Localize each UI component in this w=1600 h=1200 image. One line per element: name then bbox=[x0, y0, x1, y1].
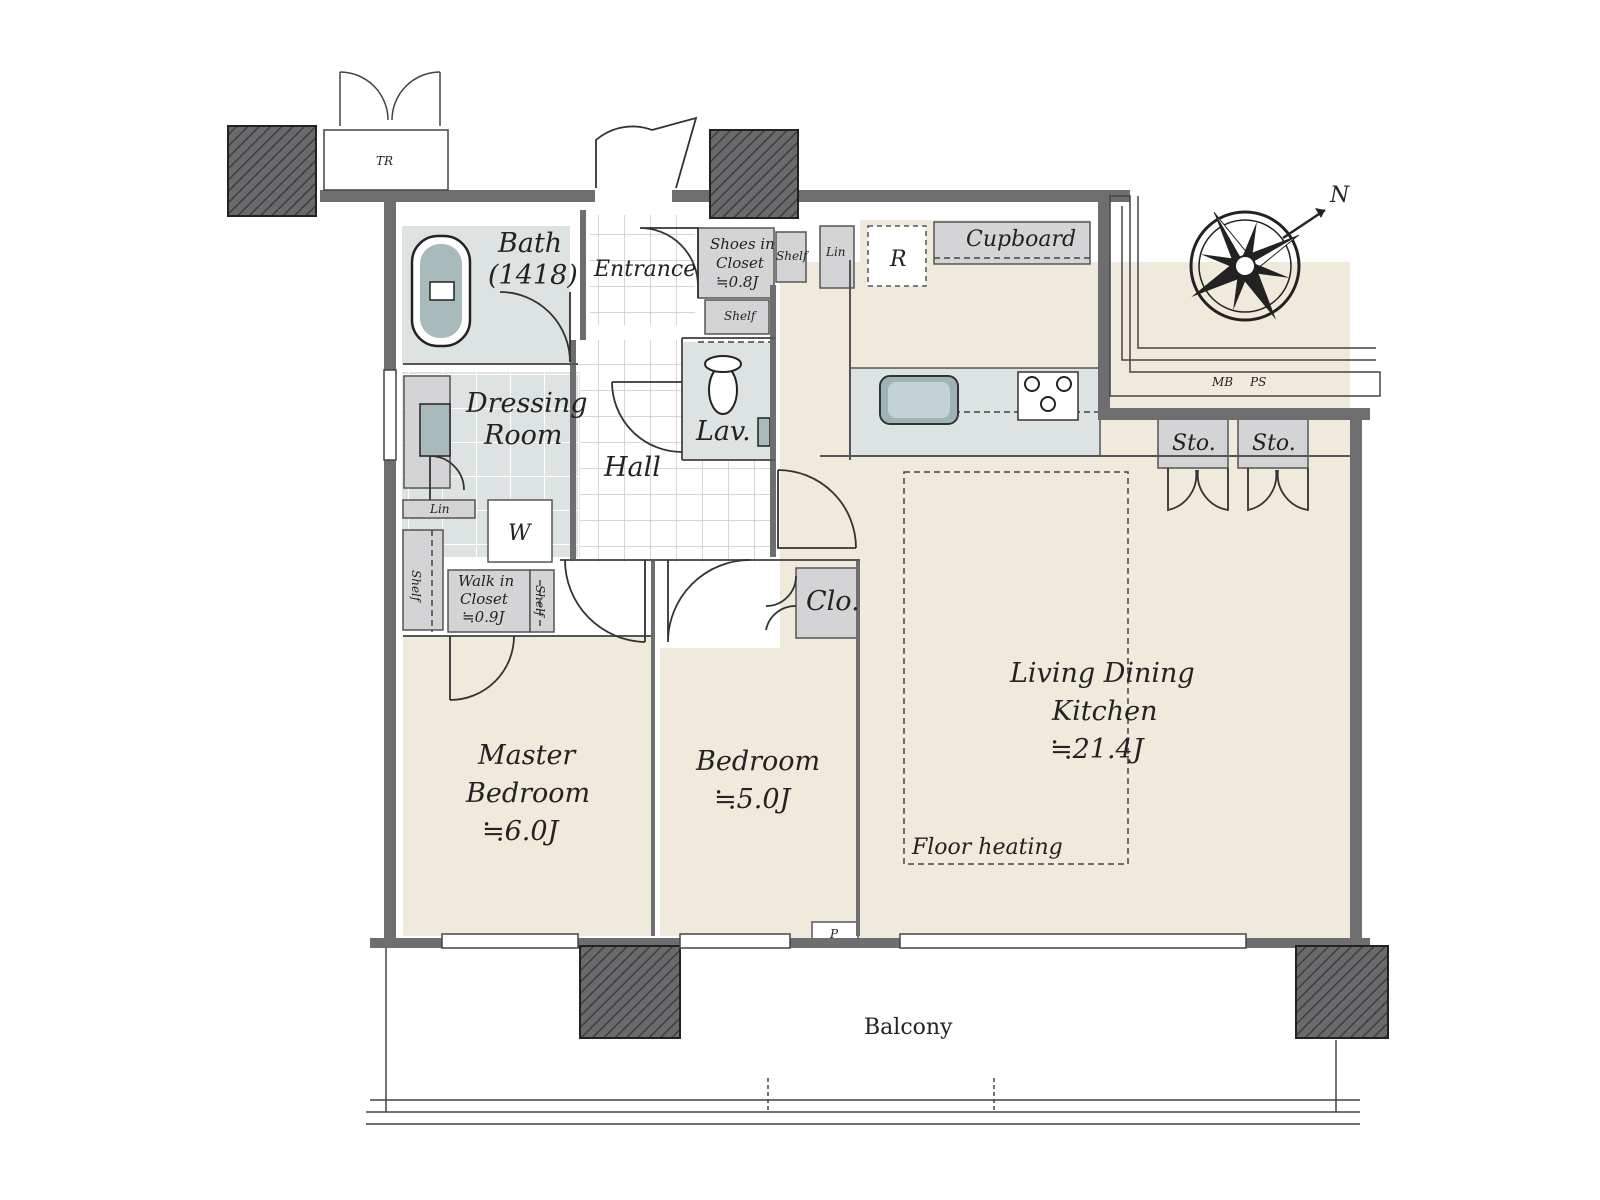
master-label-2: Bedroom bbox=[465, 778, 590, 809]
labels: N Bath (1418) Entrance Shoes in Closet ≒… bbox=[376, 154, 1350, 1040]
compass-rose-icon bbox=[1189, 208, 1326, 322]
shoes-closet-label-1: Shoes in bbox=[710, 235, 775, 253]
walkin-label-2: Closet bbox=[460, 590, 509, 608]
shoes-shelf-right bbox=[775, 231, 807, 283]
washer-pan bbox=[487, 499, 553, 563]
ldk-size-label: ≒21.4J bbox=[1050, 734, 1146, 765]
pipe-space-label: PS bbox=[1249, 375, 1266, 389]
master-label-1: Master bbox=[477, 740, 577, 771]
entrance-label: Entrance bbox=[593, 257, 696, 282]
balcony-label: Balcony bbox=[864, 1015, 953, 1040]
dressing-label-1: Dressing bbox=[465, 388, 588, 419]
entrance-floor bbox=[590, 215, 695, 325]
floor-heating-zone bbox=[903, 471, 1129, 865]
pillar-bottom-left bbox=[579, 945, 681, 1039]
bedroom-label: Bedroom bbox=[695, 746, 820, 777]
storage-label-right: Sto. bbox=[1252, 431, 1296, 456]
washbasin bbox=[419, 403, 451, 457]
refrigerator-label: R bbox=[889, 247, 907, 272]
master-floor bbox=[403, 636, 651, 936]
pillar-top-center bbox=[709, 129, 799, 219]
windows bbox=[383, 369, 1247, 949]
shoes-closet-label-2: Closet bbox=[716, 254, 765, 272]
lin-label-kitchen: Lin bbox=[825, 245, 846, 259]
bedroom-floor bbox=[660, 648, 858, 936]
lav-label: Lav. bbox=[695, 416, 751, 447]
toilet bbox=[708, 365, 738, 415]
shoes-shelf-bottom bbox=[704, 299, 770, 335]
pipe-label: P bbox=[829, 927, 839, 941]
storage-left bbox=[1157, 417, 1229, 469]
door-swings bbox=[429, 116, 1309, 701]
walkin-closet bbox=[447, 569, 531, 633]
trunk-room-label: TR bbox=[376, 154, 393, 168]
storage-blocks bbox=[402, 221, 1309, 945]
closet-label: Clo. bbox=[806, 586, 860, 617]
shelf-right-walkin bbox=[529, 569, 555, 633]
interior-lines bbox=[403, 260, 1350, 637]
meter-box-label: MB bbox=[1211, 375, 1233, 389]
linen-kitchen bbox=[819, 225, 855, 289]
wall-ldk-top bbox=[1100, 408, 1370, 420]
shelf-label-walkin-left: Shelf bbox=[409, 570, 423, 604]
refrigerator bbox=[867, 225, 927, 287]
pillar-top-left bbox=[227, 125, 317, 217]
wall-bottom bbox=[370, 938, 1370, 948]
compass-north-label: N bbox=[1329, 183, 1350, 208]
cupboard bbox=[933, 221, 1091, 265]
shelf-label-walkin-right: Shelf bbox=[533, 585, 547, 619]
washer-label: W bbox=[508, 521, 533, 546]
walkin-label-3: ≒0.9J bbox=[462, 608, 505, 626]
shaft bbox=[1109, 195, 1381, 397]
lin-label-dressing: Lin bbox=[429, 502, 450, 516]
shelf-label-shoes-right: Shelf bbox=[776, 249, 810, 263]
bath-label: Bath bbox=[497, 228, 562, 259]
trunk-room bbox=[323, 71, 449, 191]
pillars bbox=[227, 125, 1389, 1039]
balcony bbox=[366, 948, 1360, 1125]
kitchen-fixtures bbox=[410, 234, 1079, 457]
walkin-label-1: Walk in bbox=[458, 572, 514, 590]
dressing-label-2: Room bbox=[483, 420, 562, 451]
ldk-label-2: Kitchen bbox=[1051, 696, 1158, 727]
wall-left bbox=[384, 190, 396, 945]
shelf-label-shoes-bottom: Shelf bbox=[724, 309, 758, 323]
storage-label-left: Sto. bbox=[1172, 431, 1216, 456]
north-arrow bbox=[1282, 208, 1326, 240]
walls bbox=[320, 190, 1370, 948]
cupboard-label: Cupboard bbox=[966, 227, 1076, 252]
wall-right bbox=[1350, 408, 1362, 948]
floor-heating-label: Floor heating bbox=[911, 835, 1063, 860]
shoes-closet-label-3: ≒0.8J bbox=[716, 273, 759, 291]
hall-label: Hall bbox=[603, 452, 661, 483]
bedroom-size-label: ≒5.0J bbox=[714, 784, 793, 815]
shelf-left-walkin bbox=[402, 529, 444, 631]
ldk-label-1: Living Dining bbox=[1009, 658, 1195, 689]
linen-dressing bbox=[402, 499, 476, 519]
wall-top-left bbox=[320, 190, 595, 202]
bath-size-label: (1418) bbox=[488, 260, 578, 291]
wall-right-upper bbox=[1098, 190, 1110, 420]
master-size-label: ≒6.0J bbox=[482, 816, 561, 847]
pillar-bottom-right bbox=[1295, 945, 1389, 1039]
